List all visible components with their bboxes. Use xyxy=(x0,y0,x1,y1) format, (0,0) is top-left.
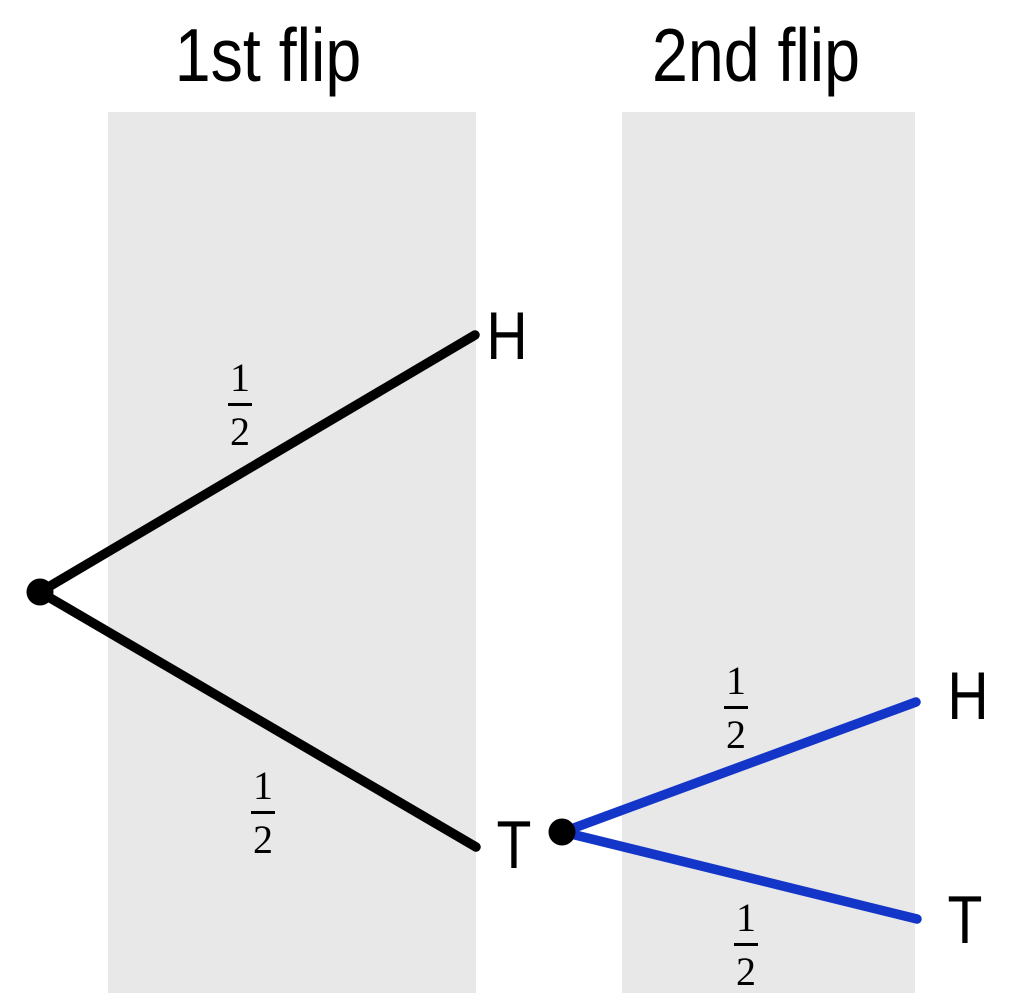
fraction-bar xyxy=(734,943,758,946)
fraction-bar xyxy=(251,811,275,814)
branch-first-flip-heads xyxy=(35,330,480,597)
fraction-bar xyxy=(228,403,252,406)
column-band-first-flip xyxy=(108,112,476,993)
outcome-label-second-heads: H xyxy=(947,658,989,734)
probability-denominator: 2 xyxy=(736,949,756,994)
tails-node xyxy=(548,818,576,846)
probability-second-heads: 1 2 xyxy=(706,660,766,756)
probability-denominator: 2 xyxy=(230,409,250,454)
branch-second-flip-tails xyxy=(558,827,922,924)
branch-second-flip-heads xyxy=(558,697,921,837)
probability-second-tails: 1 2 xyxy=(716,897,776,993)
probability-denominator: 2 xyxy=(726,712,746,757)
probability-numerator: 1 xyxy=(230,355,250,400)
column-band-second-flip xyxy=(622,112,915,993)
outcome-label-first-heads: H xyxy=(486,298,528,374)
column-header-first-flip: 1st flip xyxy=(174,13,362,97)
branch-first-flip-tails xyxy=(35,587,481,852)
root-node xyxy=(26,578,54,606)
probability-denominator: 2 xyxy=(253,817,273,862)
probability-first-tails: 1 2 xyxy=(233,765,293,861)
probability-first-heads: 1 2 xyxy=(210,357,270,453)
outcome-label-second-tails: T xyxy=(947,882,983,958)
probability-numerator: 1 xyxy=(253,763,273,808)
column-header-second-flip: 2nd flip xyxy=(651,13,860,97)
outcome-label-first-tails: T xyxy=(496,807,532,883)
probability-numerator: 1 xyxy=(726,658,746,703)
probability-numerator: 1 xyxy=(736,895,756,940)
fraction-bar xyxy=(724,706,748,709)
